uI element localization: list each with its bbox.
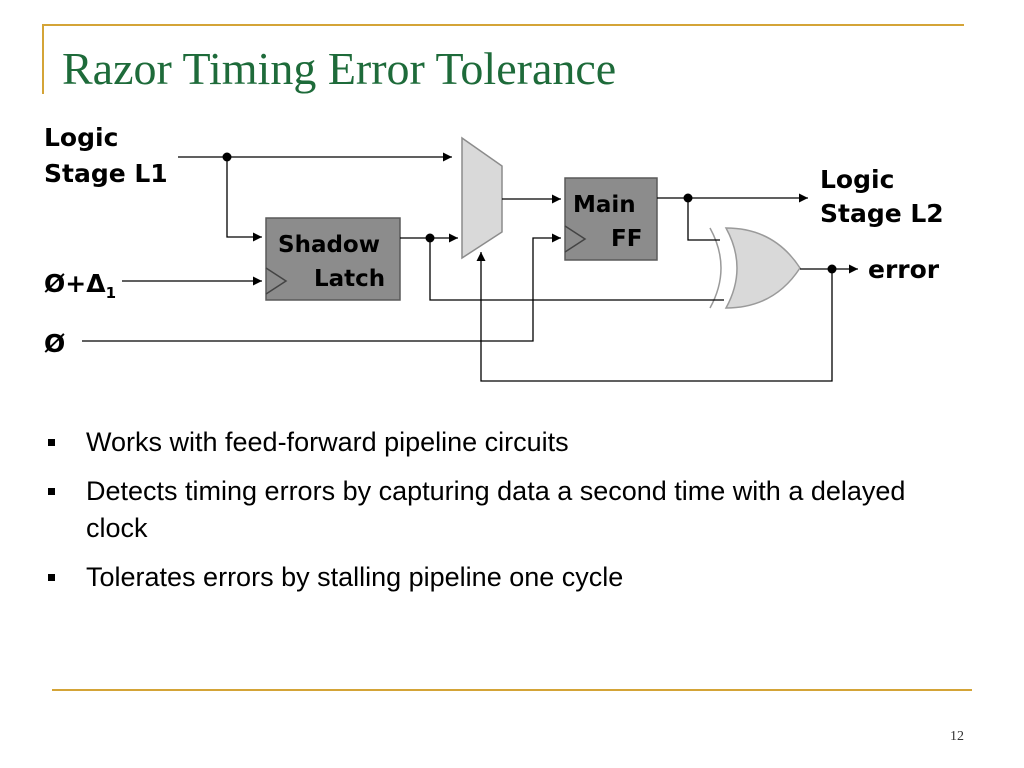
shadow-latch-label-line1: Shadow (278, 232, 380, 258)
bullet-item: Detects timing errors by capturing data … (46, 473, 926, 547)
output-label-line2: Stage L2 (820, 199, 944, 228)
main-ff-label-line2: FF (611, 226, 642, 252)
slide-title: Razor Timing Error Tolerance (62, 43, 617, 94)
wire-shadow-latch-to-xor (429, 238, 724, 301)
top-rule (42, 24, 964, 26)
bullet-item: Works with feed-forward pipeline circuit… (46, 424, 926, 461)
junction-input (222, 152, 232, 162)
wire-error-feedback-to-mux (476, 252, 833, 382)
delayed-clock-label: Ø+Δ1 (44, 269, 116, 302)
junction-error (827, 264, 837, 274)
junction-shadow-latch-out (425, 233, 435, 243)
bullet-list: Works with feed-forward pipeline circuit… (46, 424, 926, 608)
xor-gate (709, 227, 801, 309)
xor-gate-body (724, 227, 801, 309)
main-ff-label-line1: Main (573, 192, 636, 218)
page-number: 12 (950, 729, 964, 744)
input-label-line1: Logic (44, 123, 118, 152)
main-ff-block: Main FF (564, 177, 658, 261)
wire-clock (82, 233, 561, 342)
shadow-latch-block: Shadow Latch (265, 217, 401, 301)
shadow-latch-label-line2: Latch (314, 266, 385, 292)
output-label-line1: Logic (820, 165, 894, 194)
bullet-marker (48, 574, 55, 581)
clock-label: Ø (44, 329, 65, 358)
bullet-marker (48, 439, 55, 446)
bullet-text: Tolerates errors by stalling pipeline on… (86, 562, 624, 592)
error-label: error (868, 255, 940, 284)
main-ff-clock-notch (564, 225, 587, 253)
razor-circuit-diagram: Logic Stage L1 Ø+Δ1 Ø Logic Stage L2 err… (44, 123, 944, 382)
shadow-latch-clock-notch (265, 267, 288, 295)
wire-input-to-shadow-latch (226, 157, 262, 242)
multiplexer (461, 136, 503, 260)
bullet-marker (48, 488, 55, 495)
bottom-rule (52, 689, 972, 691)
input-label-line2: Stage L1 (44, 159, 168, 188)
left-rule (42, 24, 44, 94)
shadow-latch-body (265, 217, 401, 301)
junction-main-ff-out (683, 193, 693, 203)
wire-main-ff-to-xor (687, 198, 720, 241)
bullet-text: Detects timing errors by capturing data … (86, 476, 906, 543)
main-ff-body (564, 177, 658, 261)
bullet-text: Works with feed-forward pipeline circuit… (86, 427, 569, 457)
bullet-item: Tolerates errors by stalling pipeline on… (46, 559, 926, 596)
